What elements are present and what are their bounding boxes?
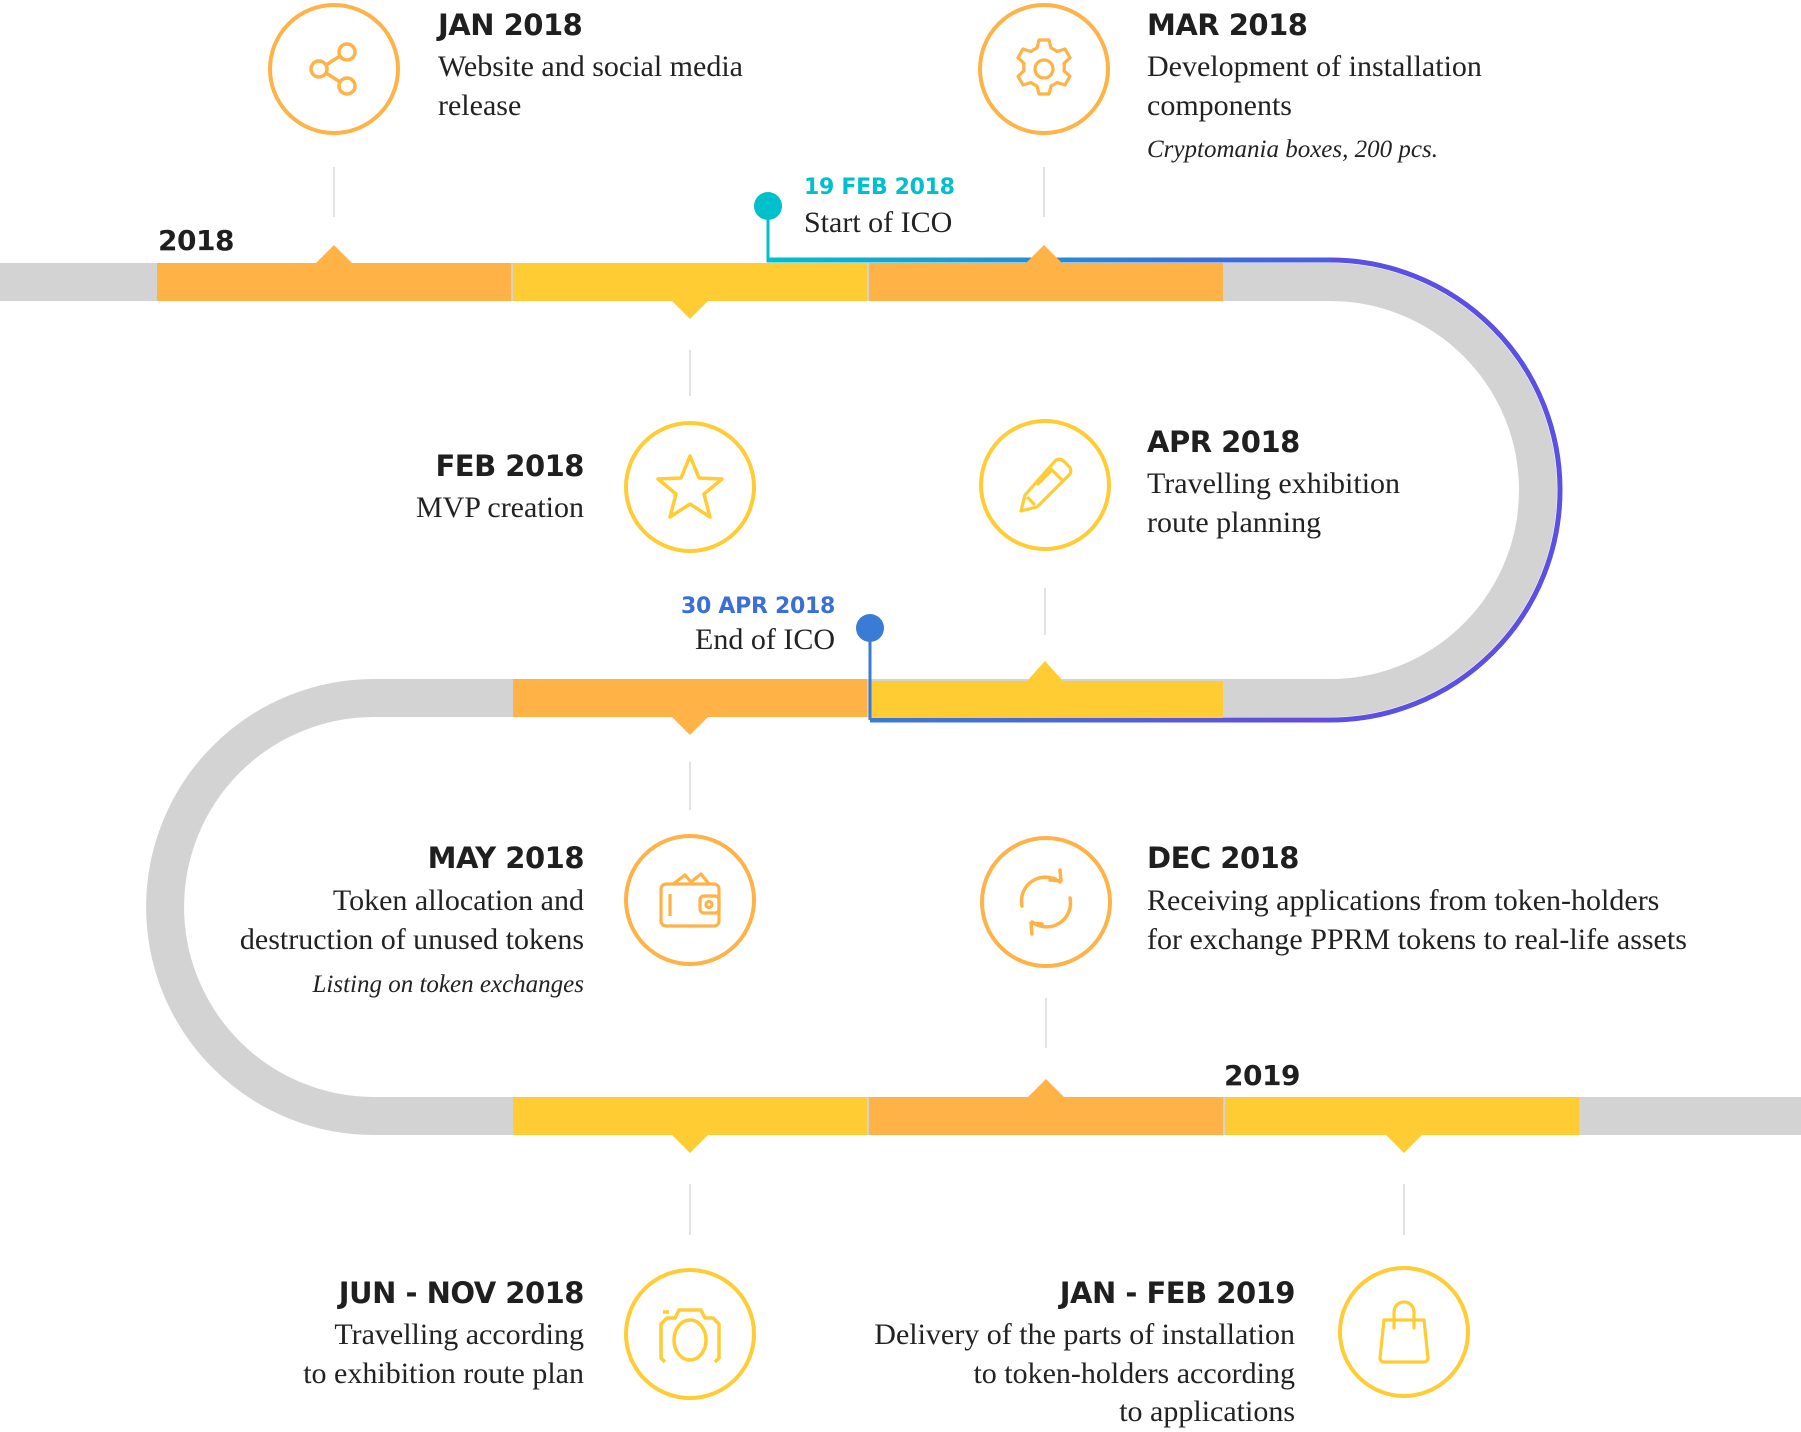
milestone-note: Listing on token exchanges	[312, 971, 584, 998]
milestone-icon-may-2018	[624, 834, 756, 966]
pointer-dec	[1028, 1079, 1064, 1097]
milestone-icon-mar-2018	[978, 3, 1110, 135]
year-label-2018: 2018	[158, 224, 234, 257]
wallet-icon	[659, 872, 721, 928]
milestone-icon-jun-nov-2018	[624, 1268, 756, 1400]
milestone-icon-feb-2018	[624, 421, 756, 553]
milestone-title: MAR 2018	[1147, 8, 1308, 42]
pointer-feb	[672, 301, 708, 319]
milestone-title: FEB 2018	[435, 449, 584, 483]
milestone-description: Development of installation components	[1147, 50, 1482, 122]
milestone-title: JAN 2018	[438, 8, 583, 42]
ico-start-label: Start of ICO	[804, 206, 953, 239]
milestone-title: MAY 2018	[427, 841, 585, 875]
pointer-apr	[1027, 661, 1063, 681]
pencil-icon	[1019, 457, 1073, 513]
segment-feb	[513, 263, 867, 301]
milestone-description: MVP creation	[415, 491, 584, 524]
segment-jan-feb	[1225, 1097, 1579, 1135]
milestone-title: JUN - NOV 2018	[338, 1276, 585, 1310]
segment-may	[513, 679, 867, 717]
refresh-icon	[1019, 868, 1073, 936]
milestone-note: Cryptomania boxes, 200 pcs.	[1147, 136, 1438, 163]
camera-icon	[659, 1308, 721, 1364]
milestone-icon-dec-2018	[980, 836, 1112, 968]
ico-period-line-curve	[1329, 257, 1563, 723]
milestone-description: Delivery of the parts of installation to…	[874, 1318, 1295, 1428]
shopping-bag-icon	[1378, 1300, 1430, 1364]
ico-end-label: End of ICO	[695, 623, 835, 656]
pointer-jan-feb	[1386, 1135, 1422, 1153]
star-icon	[656, 454, 724, 519]
ico-end-dot	[856, 614, 884, 642]
segment-jan	[157, 263, 511, 301]
milestone-icon-apr-2018	[979, 419, 1111, 551]
segment-dec	[869, 1097, 1223, 1135]
ico-start-dot	[754, 192, 782, 220]
milestone-icon-jan-feb-2019	[1338, 1266, 1470, 1398]
pointer-mar	[1026, 245, 1062, 263]
segment-apr	[869, 681, 1223, 718]
gear-icon	[1016, 38, 1072, 96]
milestone-title: DEC 2018	[1147, 841, 1299, 875]
milestone-description: Travelling exhibition route planning	[1147, 467, 1401, 539]
milestone-title: APR 2018	[1147, 425, 1300, 459]
pointer-jun-nov	[672, 1135, 708, 1153]
milestone-title: JAN - FEB 2019	[1059, 1276, 1296, 1310]
milestone-description: Website and social media release	[438, 50, 743, 122]
segment-mar	[869, 263, 1223, 301]
milestone-description: Travelling according to exhibition route…	[303, 1318, 584, 1390]
pointer-may	[672, 717, 708, 735]
segment-jun-nov	[513, 1097, 867, 1135]
share-icon	[309, 42, 357, 96]
milestone-description: Token allocation and destruction of unus…	[239, 884, 584, 956]
milestone-icon-jan-2018	[268, 3, 400, 135]
ico-end-date: 30 APR 2018	[681, 594, 835, 619]
ico-start-date: 19 FEB 2018	[804, 175, 955, 200]
milestone-description: Receiving applications from token-holder…	[1147, 884, 1687, 956]
pointer-jan	[316, 245, 352, 263]
year-label-2019: 2019	[1224, 1059, 1300, 1092]
